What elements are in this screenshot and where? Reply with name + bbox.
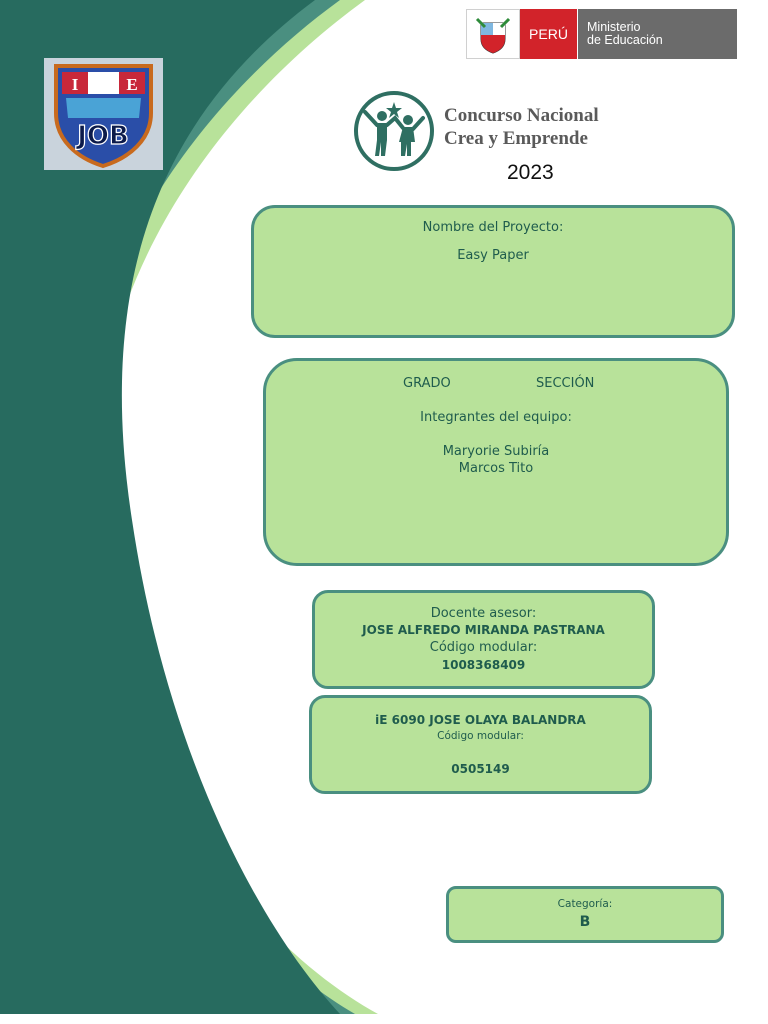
school-code: 0505149: [451, 762, 510, 776]
category-label: Categoría:: [557, 898, 613, 910]
advisor-label: Docente asesor:: [430, 606, 537, 621]
ministry-line-1: Ministerio: [587, 20, 641, 34]
crest-letter-e: E: [126, 75, 137, 94]
project-name-box: Nombre del Proyecto: Easy Paper: [251, 205, 735, 338]
contest-title-line-1: Concurso Nacional: [444, 105, 599, 126]
school-name: iE 6090 JOSE OLAYA BALANDRA: [375, 713, 586, 727]
advisor-box: Docente asesor: JOSE ALFREDO MIRANDA PAS…: [312, 590, 655, 689]
contest-title-line-2: Crea y Emprende: [444, 128, 588, 149]
grado-label: GRADO: [403, 376, 451, 391]
crest-letter-i: I: [72, 75, 79, 94]
peru-coat-of-arms-icon: [466, 9, 520, 59]
advisor-name: JOSE ALFREDO MIRANDA PASTRANA: [362, 623, 605, 637]
seccion-label: SECCIÓN: [536, 376, 595, 391]
category-value: B: [579, 914, 591, 930]
project-name-label: Nombre del Proyecto:: [422, 220, 564, 235]
contest-year: 2023: [507, 161, 554, 184]
project-name-value: Easy Paper: [457, 248, 529, 263]
crest-monogram: JOB: [75, 121, 129, 151]
contest-title: Concurso Nacional Crea y Emprende: [444, 104, 599, 150]
advisor-code-label: Código modular:: [429, 640, 538, 655]
advisor-code: 1008368409: [441, 658, 526, 672]
category-box: Categoría: B: [446, 886, 724, 943]
team-member: Marcos Tito: [458, 461, 534, 476]
children-emblem-icon: [354, 91, 434, 171]
team-member: Maryorie Subiría: [442, 444, 550, 459]
school-code-label: Código modular:: [437, 730, 524, 742]
ministry-logo: PERÚ Ministerio de Educación: [466, 9, 737, 59]
school-box: iE 6090 JOSE OLAYA BALANDRA Código modul…: [309, 695, 652, 794]
school-crest-logo: I E JOB: [44, 58, 163, 170]
team-members-label: Integrantes del equipo:: [420, 410, 572, 425]
ministry-line-2: de Educación: [587, 33, 663, 47]
peru-label: PERÚ: [520, 9, 577, 59]
ministry-name: Ministerio de Educación: [577, 9, 737, 59]
team-box: GRADO SECCIÓN Integrantes del equipo: Ma…: [263, 358, 729, 566]
